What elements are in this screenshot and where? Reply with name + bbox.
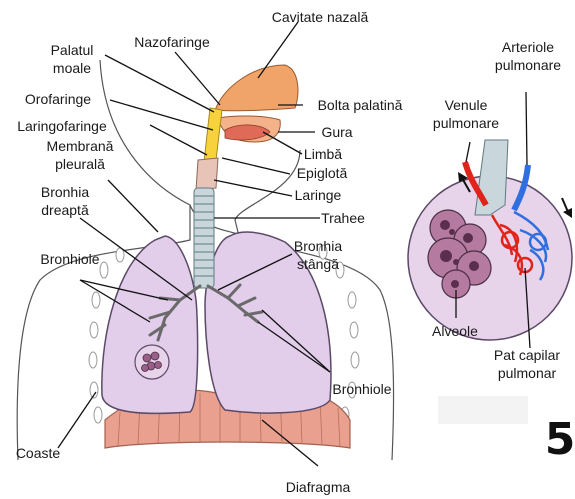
label-bronhia-stanga-1: Bronhia [294,238,342,254]
label-arteriole-1: Arteriole [502,39,554,55]
label-trahee: Trahee [321,210,365,226]
label-cavitate-nazala: Cavitate nazală [272,9,369,25]
label-laringofaringe: Laringofaringe [17,118,107,134]
label-bronhia-dreapta-1: Bronhia [41,184,89,200]
label-laringe: Laringe [295,187,342,203]
label-epiglota: Epiglotă [297,165,348,181]
blank-box [438,396,528,424]
label-bronhia-dreapta-2: dreaptă [41,202,89,218]
label-bronhia-stanga-2: stângă [297,256,339,272]
right-lung [102,236,198,413]
label-palatul: Palatul [51,42,94,58]
label-alveole: Alveole [432,323,478,339]
larynx [196,158,218,190]
nasal-cavity [215,65,298,111]
page-number: 5 [545,414,575,465]
label-limba: Limbă [304,146,342,162]
label-coaste: Coaste [16,445,61,461]
label-bronhiole-left: Bronhiole [40,251,99,267]
pharynx [204,108,222,162]
label-pat-capilar-2: pulmonar [498,365,557,381]
arteriole-flow-arrow [562,198,568,212]
label-venule-2: pulmonare [433,115,499,131]
label-gura: Gura [321,124,352,140]
trachea [194,188,214,288]
label-venule-1: Venule [445,97,488,113]
label-arteriole-2: pulmonare [495,57,561,73]
label-nazofaringe: Nazofaringe [134,34,210,50]
inset-bronchiole [475,140,508,215]
label-bolta-palatina: Bolta palatină [318,97,403,113]
label-pleurala: pleurală [55,156,105,172]
label-bronhiole-right: Bronhiole [332,381,391,397]
label-membrana: Membrană [47,138,114,154]
label-moale: moale [53,60,91,76]
label-diafragma: Diafragma [286,479,351,495]
label-orofaringe: Orofaringe [25,91,91,107]
label-pat-capilar-1: Pat capilar [494,347,560,363]
